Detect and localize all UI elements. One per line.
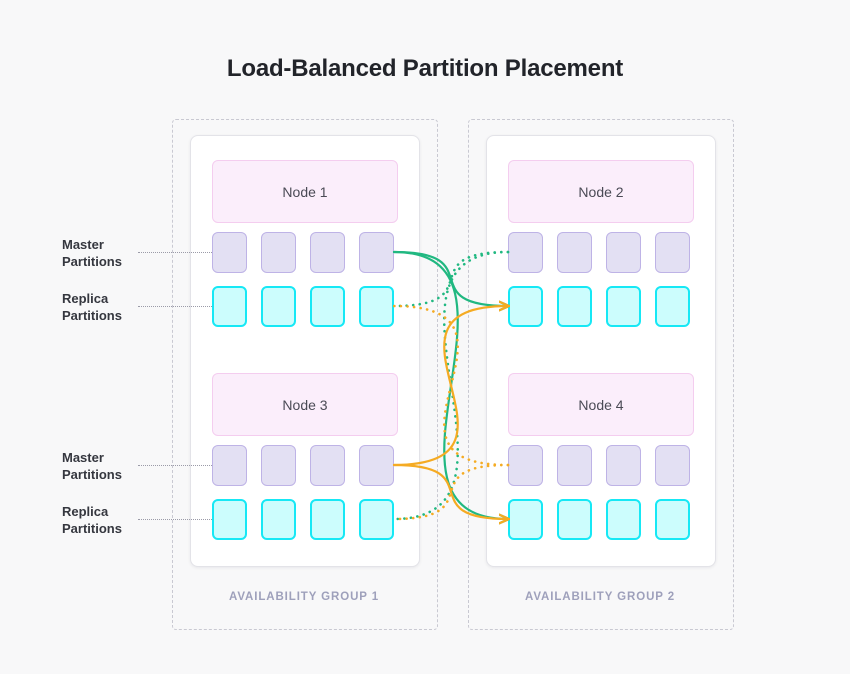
node-1-replica-partition-1[interactable] — [212, 286, 247, 327]
node-4-replica-partition-4[interactable] — [655, 499, 690, 540]
replica-label-line2: Partitions — [62, 308, 122, 323]
node-4-replica-partition-2[interactable] — [557, 499, 592, 540]
page-title: Load-Balanced Partition Placement — [226, 55, 624, 82]
node-4-master-partition-2[interactable] — [557, 445, 592, 486]
node-3-box[interactable]: Node 3 — [212, 373, 398, 436]
node-3-replica-partition-1[interactable] — [212, 499, 247, 540]
node-3-master-partition-3[interactable] — [310, 445, 345, 486]
node-3-replica-partition-2[interactable] — [261, 499, 296, 540]
node-1-master-partition-4[interactable] — [359, 232, 394, 273]
node-3-replica-partition-4[interactable] — [359, 499, 394, 540]
availability-group-2-label: AVAILABILITY GROUP 2 — [524, 591, 676, 603]
leader-replica-bottom — [138, 519, 212, 520]
replica-label-line1: Replica — [62, 504, 109, 519]
node-4-master-partition-3[interactable] — [606, 445, 641, 486]
replica-label-line1: Replica — [62, 291, 109, 306]
node-1-box[interactable]: Node 1 — [212, 160, 398, 223]
node-2-replica-partition-1[interactable] — [508, 286, 543, 327]
node-1-replica-partition-4[interactable] — [359, 286, 394, 327]
node-2-master-partition-4[interactable] — [655, 232, 690, 273]
node-1-replica-partition-2[interactable] — [261, 286, 296, 327]
node-4-label: Node 4 — [578, 396, 624, 413]
node-4-master-partition-1[interactable] — [508, 445, 543, 486]
master-partitions-label-top: Master Partitions — [62, 236, 182, 270]
leader-master-bottom — [138, 465, 212, 466]
replica-label-line2: Partitions — [62, 521, 122, 536]
node-1-master-partition-2[interactable] — [261, 232, 296, 273]
master-partitions-label-bottom: Master Partitions — [62, 449, 182, 483]
leader-master-top — [138, 252, 212, 253]
master-label-line1: Master — [62, 237, 104, 252]
node-4-replica-partition-3[interactable] — [606, 499, 641, 540]
node-2-master-partition-3[interactable] — [606, 232, 641, 273]
node-4-master-partition-4[interactable] — [655, 445, 690, 486]
node-2-replica-partition-2[interactable] — [557, 286, 592, 327]
node-1-master-partition-1[interactable] — [212, 232, 247, 273]
node-2-master-partition-1[interactable] — [508, 232, 543, 273]
node-3-master-partition-4[interactable] — [359, 445, 394, 486]
node-3-master-partition-1[interactable] — [212, 445, 247, 486]
node-2-master-partition-2[interactable] — [557, 232, 592, 273]
master-label-line2: Partitions — [62, 254, 122, 269]
node-3-label: Node 3 — [282, 396, 328, 413]
node-2-label: Node 2 — [578, 183, 624, 200]
node-2-replica-partition-3[interactable] — [606, 286, 641, 327]
node-3-replica-partition-3[interactable] — [310, 499, 345, 540]
master-label-line1: Master — [62, 450, 104, 465]
availability-group-1-label: AVAILABILITY GROUP 1 — [228, 591, 380, 603]
node-1-label: Node 1 — [282, 183, 328, 200]
node-1-master-partition-3[interactable] — [310, 232, 345, 273]
leader-replica-top — [138, 306, 212, 307]
node-3-master-partition-2[interactable] — [261, 445, 296, 486]
node-2-replica-partition-4[interactable] — [655, 286, 690, 327]
node-4-box[interactable]: Node 4 — [508, 373, 694, 436]
replica-partitions-label-bottom: Replica Partitions — [62, 503, 182, 537]
node-4-replica-partition-1[interactable] — [508, 499, 543, 540]
node-2-box[interactable]: Node 2 — [508, 160, 694, 223]
node-1-replica-partition-3[interactable] — [310, 286, 345, 327]
master-label-line2: Partitions — [62, 467, 122, 482]
replica-partitions-label-top: Replica Partitions — [62, 290, 182, 324]
